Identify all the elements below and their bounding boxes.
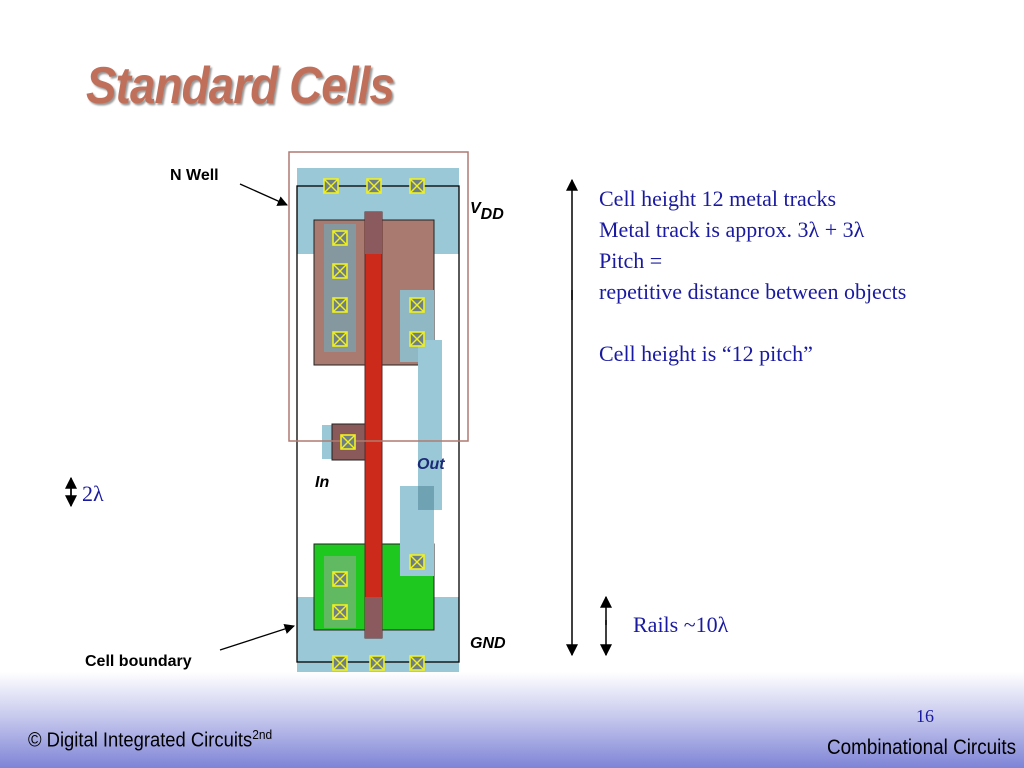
- contact-pmos-3: [332, 297, 348, 313]
- contact-vdd-3: [409, 178, 425, 194]
- contact-gnd-2: [369, 655, 385, 671]
- note-line: Metal track is approx. 3λ + 3λ: [599, 217, 865, 242]
- contact-out-3: [409, 554, 425, 570]
- n-well-arrow: [239, 183, 288, 206]
- cell-boundary-label: Cell boundary: [85, 653, 192, 670]
- contact-pmos-4: [332, 331, 348, 347]
- footer-chapter: Combinational Circuits: [826, 736, 1016, 759]
- metal-out-overlap: [418, 486, 434, 510]
- slide-title: Standard Cells: [86, 57, 395, 115]
- contact-gnd-3: [409, 655, 425, 671]
- poly-gate: [364, 211, 383, 639]
- contact-vdd-1: [323, 178, 339, 194]
- note-spacer: [599, 307, 1019, 338]
- in-label: In: [315, 474, 329, 491]
- contact-vdd-2: [366, 178, 382, 194]
- metal-out-vertical: [418, 340, 442, 510]
- poly-over-gnd: [365, 597, 382, 638]
- notes-block: Cell height 12 metal tracks Metal track …: [599, 183, 1019, 369]
- contact-nmos-1: [332, 571, 348, 587]
- note-line: Cell height 12 metal tracks: [599, 186, 837, 211]
- contact-pmos-1: [332, 230, 348, 246]
- contact-nmos-2: [332, 604, 348, 620]
- gnd-label: GND: [470, 635, 506, 652]
- note-line: Pitch =: [599, 248, 663, 273]
- standard-cell-layout: N Well VDD Out In GND Cell boundary: [65, 151, 612, 672]
- n-well-label: N Well: [170, 167, 219, 184]
- note-line: Cell height is “12 pitch”: [599, 341, 813, 366]
- note-line: repetitive distance between objects: [599, 279, 907, 304]
- contact-out-2: [409, 331, 425, 347]
- contact-out-1: [409, 297, 425, 313]
- footer-band: [0, 672, 1024, 768]
- two-lambda-label: 2λ: [82, 481, 104, 506]
- contact-gnd-1: [332, 655, 348, 671]
- out-label: Out: [417, 456, 445, 473]
- vdd-label: VDD: [470, 200, 504, 223]
- contact-in: [340, 434, 356, 450]
- cell-boundary-arrow: [219, 623, 295, 651]
- contact-pmos-2: [332, 263, 348, 279]
- rails-label: Rails ~10λ: [633, 612, 729, 637]
- page-number: 16: [916, 706, 934, 726]
- footer-copyright: © Digital Integrated Circuits2nd: [28, 727, 273, 752]
- n-well-outline: [288, 151, 469, 442]
- poly-over-vdd: [365, 212, 382, 254]
